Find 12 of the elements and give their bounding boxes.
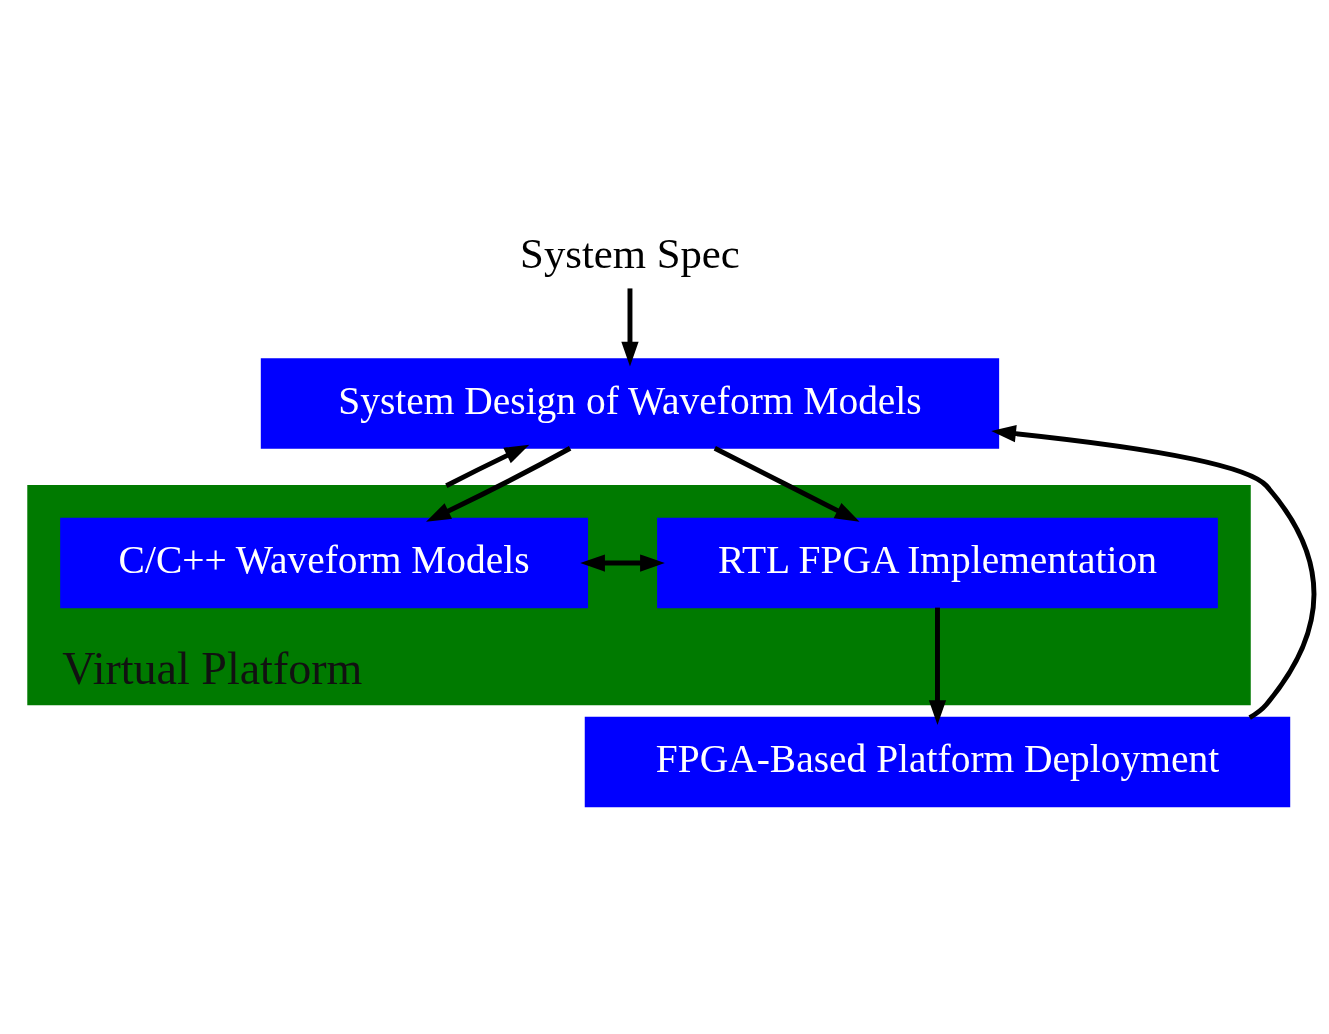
node-box: RTL FPGA Implementation xyxy=(657,517,1218,609)
arrow xyxy=(580,554,665,572)
node-box: System Design of Waveform Models xyxy=(260,358,1000,449)
arrow xyxy=(621,288,639,367)
arrow xyxy=(713,446,860,522)
arrow xyxy=(426,446,572,522)
node-box: C/C++ Waveform Models xyxy=(60,517,589,609)
node-text: System Spec xyxy=(520,230,740,278)
arrow xyxy=(991,425,1317,720)
arrow xyxy=(445,444,530,488)
arrow xyxy=(928,607,947,725)
node-box: FPGA-Based Platform Deployment xyxy=(584,716,1291,808)
